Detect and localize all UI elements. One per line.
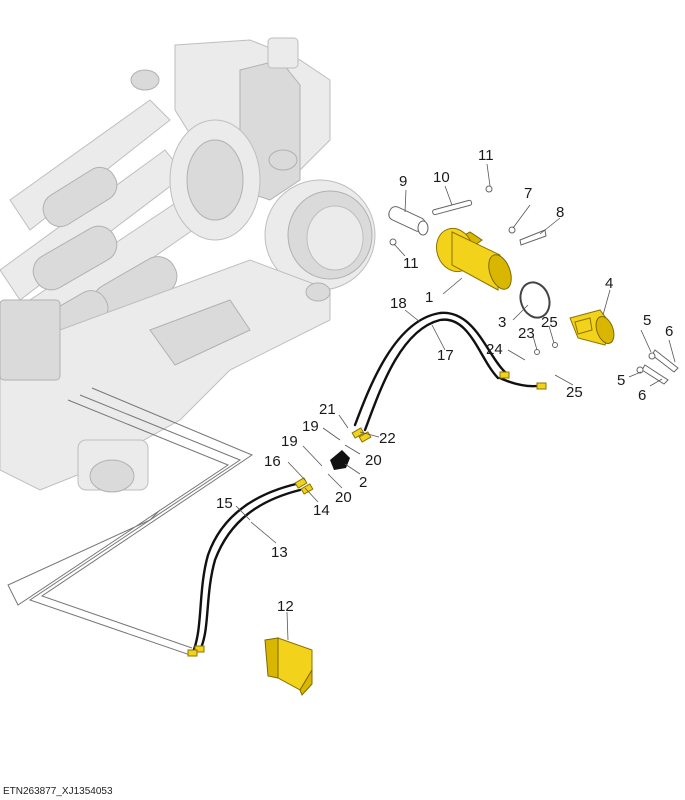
callout-6b: 6: [638, 387, 646, 404]
bolt-part-8: [519, 229, 547, 246]
callout-11a: 11: [478, 147, 494, 164]
hose-fittings: [187, 371, 547, 657]
callout-12: 12: [277, 598, 294, 615]
rod-part-10: [432, 199, 473, 216]
bracket-part-12: [264, 637, 313, 696]
hydraulic-hoses: [191, 311, 547, 654]
ghosted-housing-ring: [264, 179, 376, 291]
clamp-part-2: [330, 450, 350, 470]
callout-2: 2: [359, 474, 367, 491]
sleeve-part-1: [435, 227, 512, 291]
callout-4: 4: [605, 275, 613, 292]
coupler-part-4: [569, 309, 615, 346]
callout-13: 13: [271, 544, 288, 561]
leader-lines: [235, 163, 676, 641]
callout-19a: 19: [281, 433, 298, 450]
callout-24: 24: [486, 341, 503, 358]
hose-17: [363, 318, 500, 432]
callout-25b: 25: [566, 384, 583, 401]
washer-part-25: [552, 342, 558, 348]
callout-15: 15: [216, 495, 233, 512]
washer-part-5b: [636, 366, 644, 374]
callout-6a: 6: [665, 323, 673, 340]
callout-5a: 5: [643, 312, 651, 329]
washer-part-23: [534, 349, 540, 355]
callout-22: 22: [379, 430, 396, 447]
callout-21: 21: [319, 401, 336, 418]
bolt-part-6b: [641, 364, 669, 385]
washer-part-7: [508, 226, 516, 234]
callout-18: 18: [390, 295, 407, 312]
washer-part-5a: [648, 352, 656, 360]
gasket-part-3: [519, 281, 551, 319]
ring-part-11b: [389, 238, 397, 246]
bolt-part-6a: [651, 349, 679, 373]
callout-9: 9: [399, 173, 407, 190]
callout-25a: 25: [541, 314, 558, 331]
ring-part-11a: [485, 185, 493, 193]
callout-labels: 1 2 3 4 5 5 6 6 7 8 9 10 11 11 12 13 14 …: [216, 147, 673, 615]
callout-14: 14: [313, 502, 330, 519]
callout-20b: 20: [365, 452, 382, 469]
callout-7: 7: [524, 185, 532, 202]
small-hardware: [388, 185, 679, 385]
callout-11b: 11: [403, 255, 419, 272]
callout-10: 10: [433, 169, 450, 186]
callout-3: 3: [498, 314, 506, 331]
callout-17: 17: [437, 347, 454, 364]
hose-18: [353, 311, 507, 427]
callout-5b: 5: [617, 372, 625, 389]
callout-1: 1: [425, 289, 433, 306]
callout-23: 23: [518, 325, 535, 342]
callout-19b: 19: [302, 418, 319, 435]
callout-8: 8: [556, 204, 564, 221]
figure-id-label: ETN263877_XJ1354053: [3, 786, 113, 797]
ghosted-loader-frame: [0, 37, 376, 493]
callout-20a: 20: [335, 489, 352, 506]
callout-16: 16: [264, 453, 281, 470]
hose-15: [191, 482, 298, 654]
hose-13: [198, 488, 302, 652]
